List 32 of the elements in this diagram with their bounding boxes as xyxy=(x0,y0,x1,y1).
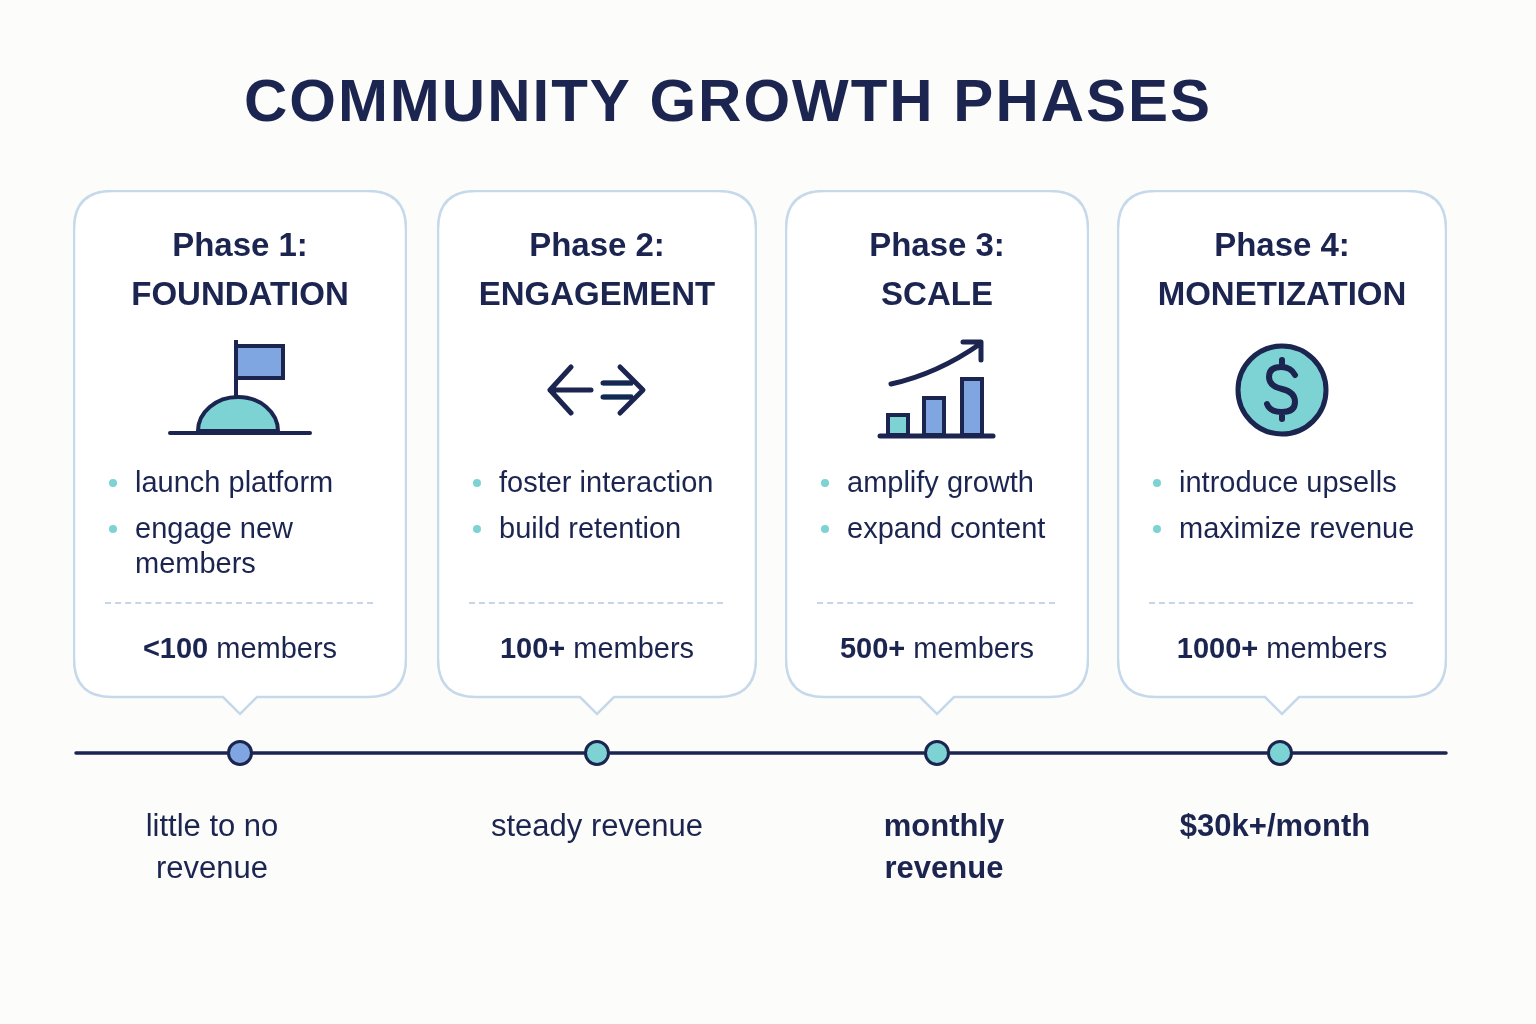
timeline-dot xyxy=(1267,740,1293,766)
title: COMMUNITY GROWTH PHASES xyxy=(242,66,1214,135)
timeline-connector xyxy=(251,751,586,755)
phase-card xyxy=(437,190,757,716)
phase-heading: Phase 3: SCALE xyxy=(868,225,1006,314)
bullet-text: build retention xyxy=(499,512,682,544)
timeline-dot xyxy=(584,740,610,766)
timeline-connector xyxy=(608,751,926,755)
member-count: 100+ members xyxy=(498,631,696,666)
revenue-text: $30k+/month xyxy=(1178,807,1372,845)
bullet-text: engage new members xyxy=(135,512,294,579)
bullet-text: expand content xyxy=(847,512,1046,544)
bullet-text: introduce upsells xyxy=(1179,466,1397,498)
bullet-text: launch platform xyxy=(135,466,334,498)
phase-card xyxy=(1117,190,1447,716)
revenue-text: little to no revenue xyxy=(144,807,280,887)
phase-card xyxy=(73,190,407,716)
bullet-text: foster interaction xyxy=(499,466,714,498)
member-count: <100 members xyxy=(141,631,339,666)
phase-heading: Phase 2: ENGAGEMENT xyxy=(477,225,717,314)
phase-heading: Phase 4: MONETIZATION xyxy=(1156,225,1408,314)
bullet-text: amplify growth xyxy=(847,466,1034,498)
member-count: 1000+ members xyxy=(1175,631,1389,666)
phase-card xyxy=(785,190,1089,716)
timeline-connector xyxy=(948,751,1269,755)
timeline-dot xyxy=(227,740,253,766)
bullet-text: maximize revenue xyxy=(1179,512,1415,544)
phase-heading: Phase 1: FOUNDATION xyxy=(130,225,350,314)
member-count: 500+ members xyxy=(838,631,1036,666)
revenue-text: monthly revenue xyxy=(882,807,1006,887)
timeline-dot xyxy=(924,740,950,766)
revenue-text: steady revenue xyxy=(490,807,704,845)
